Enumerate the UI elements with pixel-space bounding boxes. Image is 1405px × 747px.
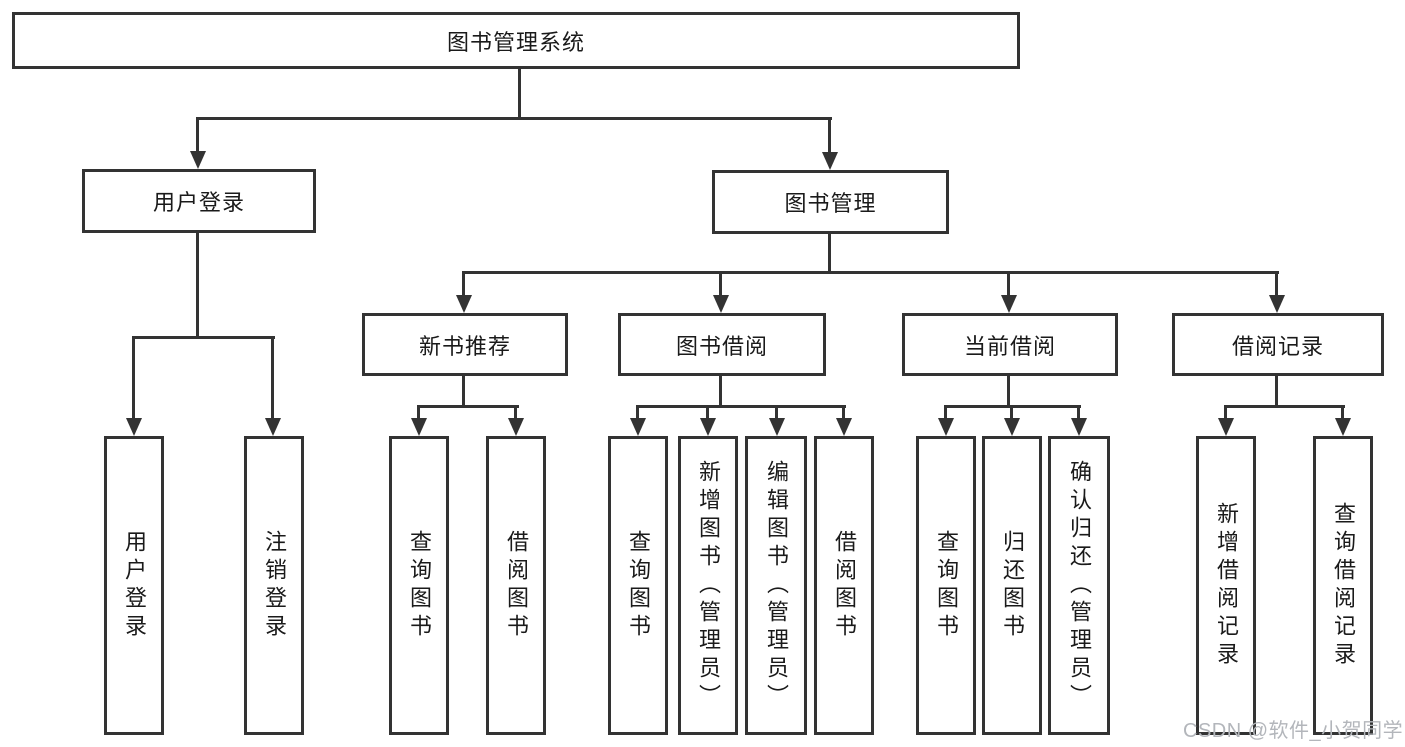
arrow-down-icon — [1335, 418, 1351, 436]
arrow-down-icon — [265, 418, 281, 436]
connector-drop-leaf — [944, 405, 947, 420]
node-new-book-rec: 新书推荐 — [362, 313, 568, 376]
connector-drop-leaf — [514, 405, 517, 420]
arrow-down-icon — [938, 418, 954, 436]
connector-borrow-records-trunk — [1275, 376, 1278, 407]
leaf-return-book: 归还图书 — [982, 436, 1042, 735]
connector-drop-borrow-records — [1275, 271, 1278, 297]
connector-drop-leaf — [842, 405, 845, 420]
connector-drop-current-borrow — [1007, 271, 1010, 297]
connector-drop-leaf — [1077, 405, 1080, 420]
connector-new-book-rec-rail — [417, 405, 519, 408]
node-current-borrow: 当前借阅 — [902, 313, 1118, 376]
arrow-down-icon — [700, 418, 716, 436]
connector-level1-rail — [197, 117, 832, 120]
leaf-user-login: 用户登录 — [104, 436, 164, 735]
leaf-add-book-admin: 新增图书（管理员） — [678, 436, 738, 735]
connector-book-borrow-trunk — [719, 376, 722, 407]
connector-user-login-rail — [132, 336, 275, 339]
connector-user-login-trunk — [196, 232, 199, 338]
connector-borrow-records-rail — [1224, 405, 1345, 408]
connector-drop-user-login — [196, 117, 199, 153]
connector-root-trunk — [518, 68, 521, 119]
connector-new-book-rec-trunk — [462, 376, 465, 407]
arrow-down-icon — [769, 418, 785, 436]
node-root: 图书管理系统 — [12, 12, 1020, 69]
node-book-borrow: 图书借阅 — [618, 313, 826, 376]
arrow-down-icon — [836, 418, 852, 436]
node-book-mgmt: 图书管理 — [712, 170, 949, 234]
leaf-confirm-return-admin: 确认归还（管理员） — [1048, 436, 1110, 735]
connector-drop-leaf — [1010, 405, 1013, 420]
watermark: CSDN @软件_小贺同学 — [1183, 720, 1404, 742]
arrow-down-icon — [1218, 418, 1234, 436]
connector-drop-leaf — [706, 405, 709, 420]
connector-drop-leaf — [1341, 405, 1344, 420]
arrow-down-icon — [126, 418, 142, 436]
connector-drop-leaf — [636, 405, 639, 420]
connector-drop-leaf — [1224, 405, 1227, 420]
arrow-down-icon — [713, 295, 729, 313]
connector-drop-leaf — [271, 336, 274, 420]
arrow-down-icon — [1004, 418, 1020, 436]
connector-book-mgmt-trunk — [828, 233, 831, 273]
connector-book-borrow-rail — [636, 405, 846, 408]
arrow-down-icon — [822, 152, 838, 170]
arrow-down-icon — [1001, 295, 1017, 313]
leaf-query-book: 查询图书 — [608, 436, 668, 735]
connector-level3-rail — [462, 271, 1279, 274]
leaf-logout: 注销登录 — [244, 436, 304, 735]
leaf-query-book: 查询图书 — [916, 436, 976, 735]
arrow-down-icon — [1269, 295, 1285, 313]
leaf-borrow-book: 借阅图书 — [486, 436, 546, 735]
connector-drop-leaf — [775, 405, 778, 420]
arrow-down-icon — [456, 295, 472, 313]
node-user-login: 用户登录 — [82, 169, 316, 233]
connector-drop-book-borrow — [719, 271, 722, 297]
leaf-borrow-book: 借阅图书 — [814, 436, 874, 735]
arrow-down-icon — [1071, 418, 1087, 436]
leaf-edit-book-admin: 编辑图书（管理员） — [745, 436, 807, 735]
node-borrow-records: 借阅记录 — [1172, 313, 1384, 376]
connector-drop-new-book-rec — [462, 271, 465, 297]
leaf-add-borrow-record: 新增借阅记录 — [1196, 436, 1256, 735]
leaf-query-book: 查询图书 — [389, 436, 449, 735]
arrow-down-icon — [630, 418, 646, 436]
connector-current-borrow-trunk — [1007, 376, 1010, 407]
arrow-down-icon — [190, 151, 206, 169]
leaf-query-borrow-record: 查询借阅记录 — [1313, 436, 1373, 735]
connector-drop-leaf — [132, 336, 135, 420]
connector-drop-leaf — [417, 405, 420, 420]
arrow-down-icon — [508, 418, 524, 436]
arrow-down-icon — [411, 418, 427, 436]
connector-drop-book-mgmt — [828, 117, 831, 153]
